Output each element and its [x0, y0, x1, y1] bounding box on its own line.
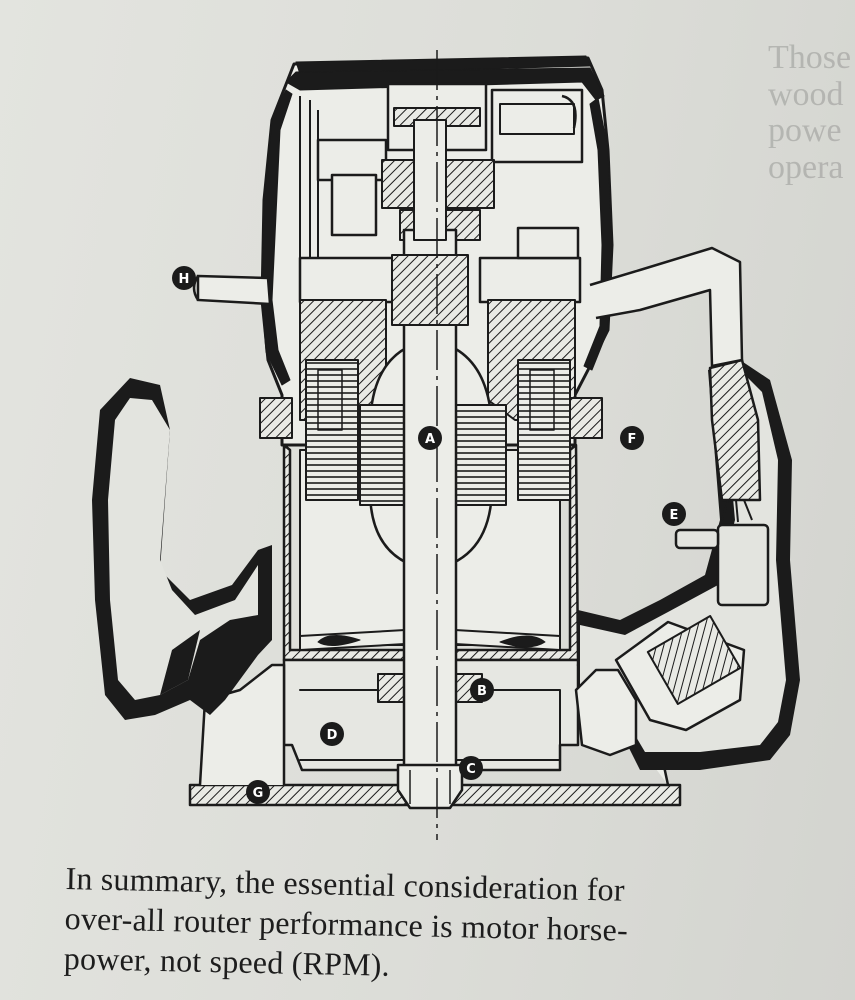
bleed-line: Those: [768, 39, 852, 76]
bleed-line: wood: [768, 75, 844, 113]
caption-paragraph: In summary, the essential consideration …: [63, 858, 845, 994]
label-E: E: [662, 502, 686, 526]
svg-text:E: E: [670, 508, 679, 523]
svg-text:C: C: [466, 762, 476, 777]
power-cord: [192, 274, 272, 306]
svg-text:H: H: [179, 272, 190, 287]
svg-text:F: F: [628, 432, 637, 447]
label-B: B: [470, 678, 494, 702]
callout-labels: A B C D E F G: [172, 266, 686, 804]
svg-text:B: B: [477, 684, 487, 699]
label-A: A: [418, 426, 442, 450]
svg-text:A: A: [425, 432, 435, 447]
right-handle: [574, 246, 800, 770]
svg-text:G: G: [253, 786, 264, 801]
label-D: D: [320, 722, 344, 746]
bleed-line: powe: [768, 112, 842, 149]
label-G: G: [246, 780, 270, 804]
left-handle: [92, 378, 272, 720]
motor-internals: [259, 82, 603, 810]
label-H: H: [172, 266, 196, 290]
svg-text:D: D: [327, 728, 338, 743]
label-F: F: [620, 426, 644, 450]
label-C: C: [459, 756, 483, 780]
bleed-line: opera: [768, 148, 844, 186]
bleed-through-text: Those wood powe opera: [768, 39, 855, 186]
